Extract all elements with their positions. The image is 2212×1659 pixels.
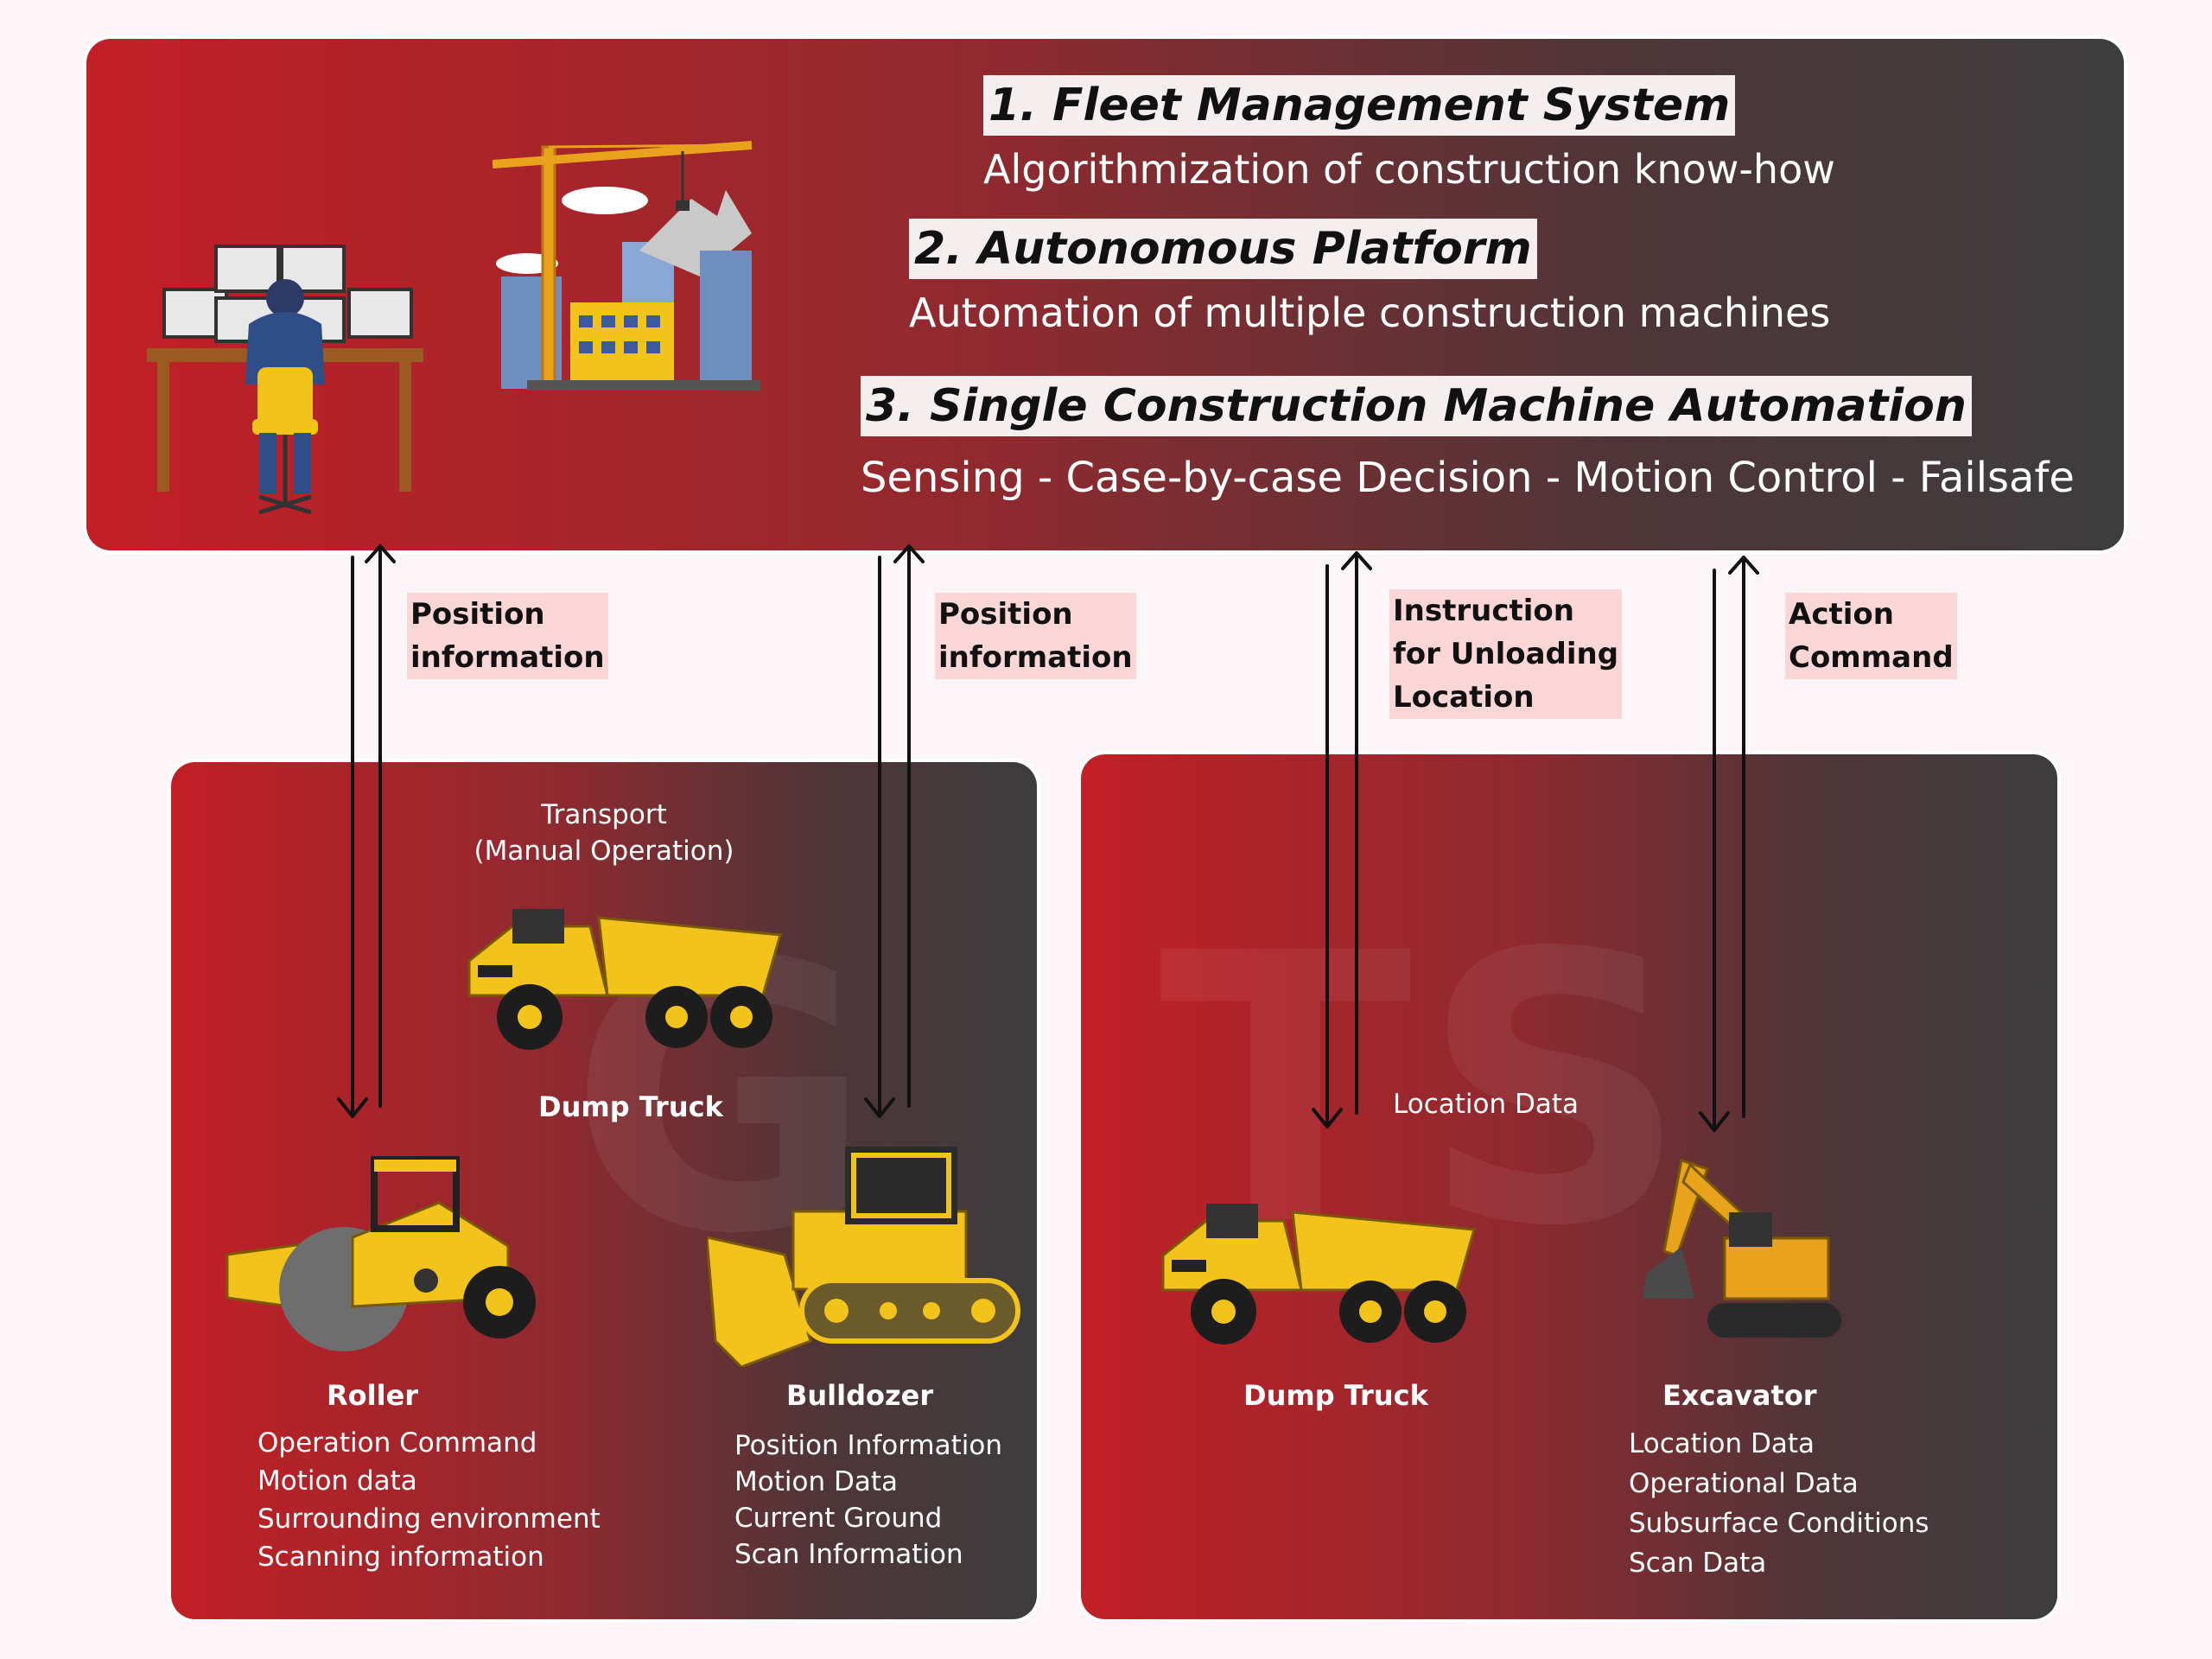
excavator-data-list: Location Data Operational Data Subsurfac…	[1629, 1428, 1929, 1579]
bulldozer-label: Bulldozer	[786, 1379, 934, 1412]
connection-label-position-1: Position information	[407, 593, 608, 679]
subtext-autonomous-platform: Automation of multiple construction mach…	[909, 289, 1831, 336]
bulldozer-illustration	[707, 1147, 1020, 1367]
roller-label: Roller	[327, 1379, 419, 1412]
heading-single-machine-automation: 3. Single Construction Machine Automatio…	[861, 376, 1972, 436]
subtext-fleet-management: Algorithmization of construction know-ho…	[983, 146, 1835, 193]
location-data-label: Location Data	[1393, 1089, 1579, 1120]
connection-label-action: Action Command	[1785, 593, 1957, 679]
autonomous-machines-panel: TS Location Data Dump Truck Excavator Lo…	[1081, 754, 2057, 1619]
dump-truck-label: Dump Truck	[1243, 1379, 1428, 1412]
heading-fleet-management: 1. Fleet Management System	[983, 75, 1736, 136]
dump-truck-illustration	[1161, 1204, 1476, 1344]
fleet-management-panel: 1. Fleet Management System Algorithmizat…	[86, 39, 2124, 550]
dump-truck-illustration	[467, 909, 782, 1050]
heading-autonomous-platform: 2. Autonomous Platform	[909, 219, 1537, 279]
roller-illustration	[226, 1156, 536, 1351]
connection-label-unloading: Instruction for Unloading Location	[1389, 589, 1623, 719]
crane-city-illustration	[493, 141, 760, 391]
excavator-label: Excavator	[1662, 1379, 1817, 1412]
excavator-illustration	[1643, 1159, 1841, 1338]
subtext-single-machine-automation: Sensing - Case-by-case Decision - Motion…	[861, 454, 2075, 502]
dump-truck-label: Dump Truck	[538, 1090, 723, 1123]
transport-label: Transport (Manual Operation)	[474, 799, 734, 867]
connection-label-position-2: Position information	[935, 593, 1136, 679]
bulldozer-data-list: Position Information Motion Data Current…	[734, 1430, 1002, 1570]
control-room-operator-illustration	[147, 245, 423, 515]
roller-data-list: Operation Command Motion data Surroundin…	[257, 1427, 601, 1573]
manual-transport-panel: G Transport (Manual Operation) Dump Truc…	[171, 762, 1037, 1619]
